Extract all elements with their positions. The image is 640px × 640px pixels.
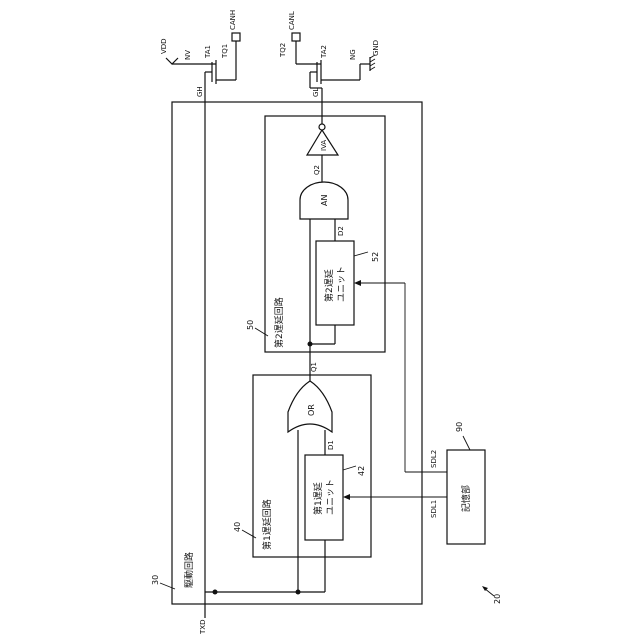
gnd-hatch-4 xyxy=(370,67,375,70)
txd-junction-1 xyxy=(213,590,218,595)
drive-circuit-label: 駆動回路 xyxy=(183,552,195,588)
gnd-hatch-3 xyxy=(370,63,375,66)
canl-terminal xyxy=(292,33,300,41)
node-gh: GH xyxy=(196,86,204,97)
first-delay-unit-label-1: 第1遅延 xyxy=(312,482,324,515)
first-delay-unit-ref: 42 xyxy=(357,466,366,476)
second-delay-circuit-ref: 50 xyxy=(246,320,255,330)
canh-terminal xyxy=(232,33,240,41)
second-delay-unit-label-1: 第2遅延 xyxy=(323,269,335,302)
and-gate-label: AN xyxy=(320,195,329,206)
node-q2: Q2 xyxy=(313,165,321,175)
first-delay-unit-box xyxy=(305,455,343,540)
node-d2: D2 xyxy=(337,226,345,236)
second-delay-unit-label-2: ユニット xyxy=(337,266,347,302)
inverter-label: IVA xyxy=(320,140,328,151)
node-tq1: TQ1 xyxy=(221,44,229,59)
second-delay-unit-ref: 52 xyxy=(371,252,380,262)
storage-ref: 90 xyxy=(455,422,464,432)
node-ta1: TA1 xyxy=(204,45,212,59)
node-d1: D1 xyxy=(327,440,335,450)
first-delay-circuit-label: 第1遅延回路 xyxy=(261,499,273,550)
node-q1: Q1 xyxy=(310,362,318,372)
node-canl: CANL xyxy=(288,11,296,30)
node-gnd: GND xyxy=(372,40,380,56)
inverter-bubble xyxy=(319,124,325,130)
second-delay-unit-box xyxy=(316,241,354,325)
or-gate-label: OR xyxy=(307,404,316,416)
storage-leader xyxy=(463,436,470,450)
first-delay-circuit-ref: 40 xyxy=(233,522,242,532)
figure-ref: 20 xyxy=(493,594,502,604)
node-txd: TXD xyxy=(199,620,207,635)
second-delay-circuit-label: 第2遅延回路 xyxy=(273,297,285,348)
first-delay-unit-label-2: ユニット xyxy=(326,479,336,515)
node-canh: CANH xyxy=(229,10,237,30)
node-nv: NV xyxy=(184,50,192,60)
node-vdd: VDD xyxy=(160,38,168,54)
node-sdl2: SDL2 xyxy=(430,450,438,468)
gnd-hatch-2 xyxy=(370,59,375,62)
node-gl: GL xyxy=(312,88,320,97)
node-tq2: TQ2 xyxy=(279,43,287,58)
node-ta2: TA2 xyxy=(320,45,328,59)
node-ng: NG xyxy=(349,49,357,60)
node-sdl1: SDL1 xyxy=(430,500,438,518)
drive-circuit-ref: 30 xyxy=(151,575,160,585)
storage-label: 記憶部 xyxy=(460,485,472,512)
vdd-symbol xyxy=(166,58,178,64)
